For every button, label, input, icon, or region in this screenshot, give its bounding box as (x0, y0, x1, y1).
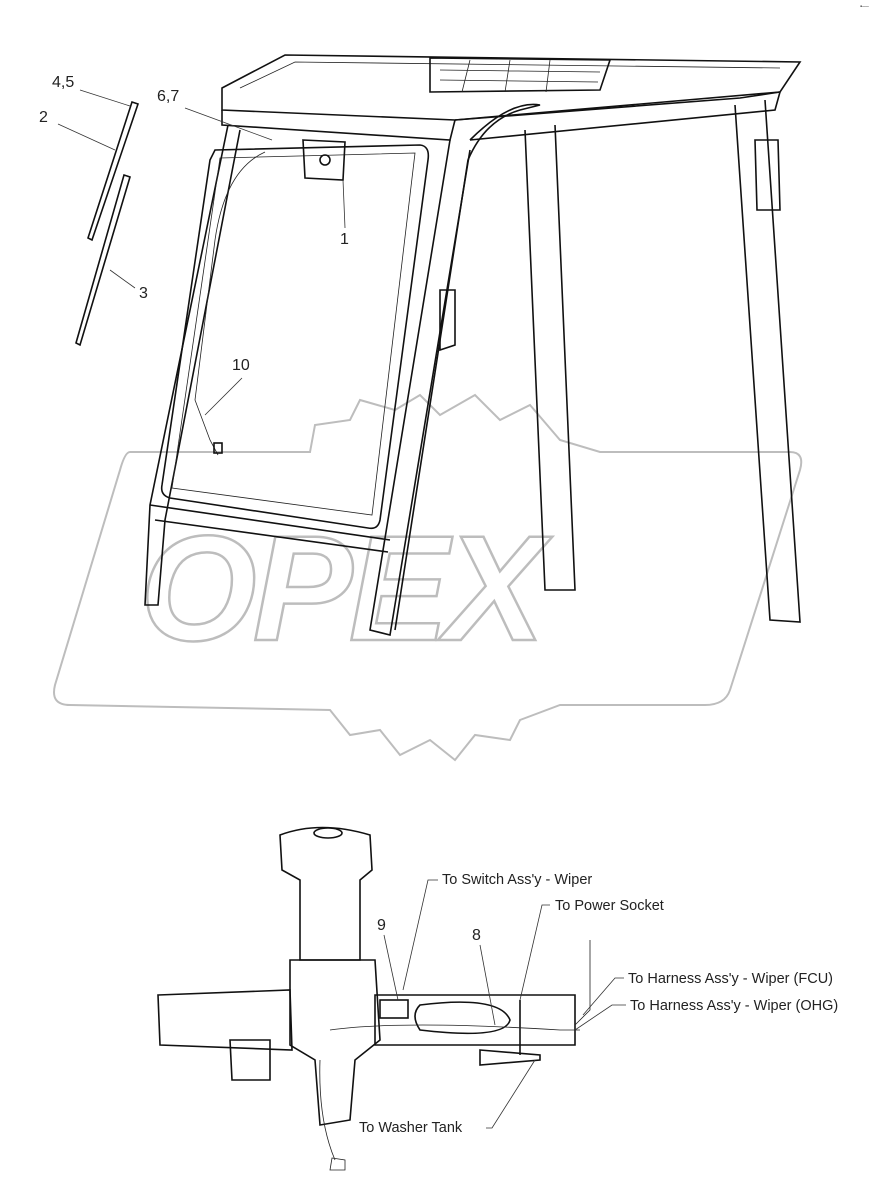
callout-2: 2 (39, 109, 48, 126)
opex-watermark-logo: OPEX (53, 393, 803, 762)
callout-4-5: 4,5 (52, 74, 75, 91)
callout-9: 9 (377, 917, 386, 934)
callout-3: 3 (139, 285, 148, 302)
note-to-harness-fcu: To Harness Ass'y - Wiper (FCU) (628, 971, 833, 987)
callout-10: 10 (232, 357, 250, 374)
svg-text:OPEX: OPEX (140, 504, 553, 672)
note-to-washer-tank: To Washer Tank (359, 1120, 463, 1136)
note-to-switch-wiper: To Switch Ass'y - Wiper (442, 872, 593, 888)
note-to-harness-ohg: To Harness Ass'y - Wiper (OHG) (630, 998, 839, 1014)
wiper-arm-blade (75, 100, 140, 347)
leader-lines-top (57, 89, 346, 416)
callout-8: 8 (472, 927, 481, 944)
note-to-power-socket: To Power Socket (555, 898, 664, 914)
dash-harness-assembly (157, 826, 591, 1171)
callout-1: 1 (340, 231, 349, 248)
cab-frame (144, 54, 802, 636)
callout-6-7: 6,7 (157, 88, 180, 105)
leader-lines-bottom (383, 879, 626, 1129)
corner-mark: ▪‒‒ (860, 4, 869, 10)
